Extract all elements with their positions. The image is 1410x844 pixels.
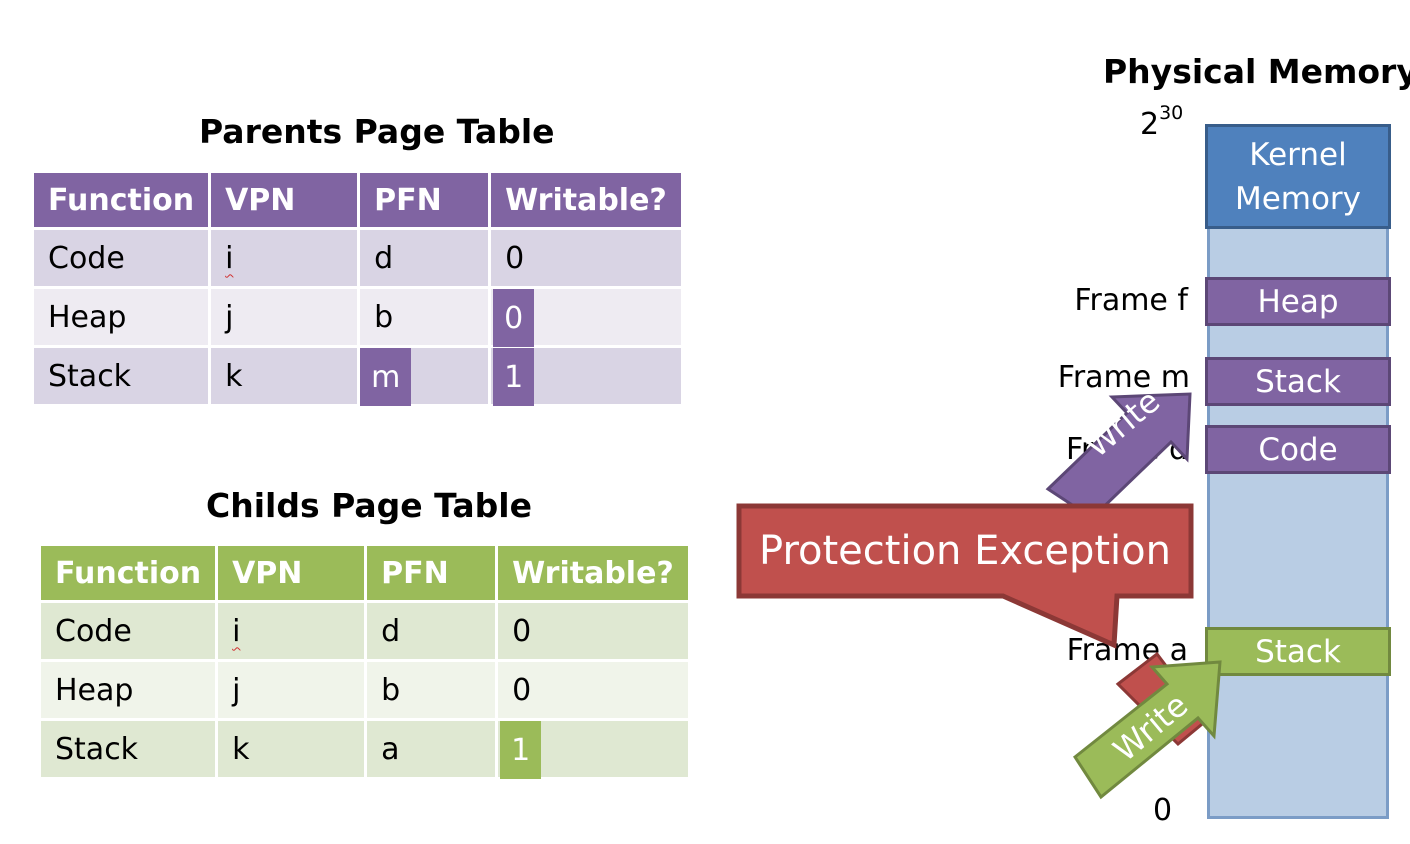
- col-header: PFN: [360, 173, 489, 227]
- col-header: PFN: [367, 546, 496, 600]
- cell: Code: [34, 230, 209, 286]
- bottom-address-label: 0: [1153, 793, 1173, 828]
- child-stack-segment: Stack: [1205, 627, 1391, 676]
- cell: b: [367, 662, 496, 718]
- cell: Heap: [41, 662, 216, 718]
- col-header: VPN: [218, 546, 365, 600]
- cell: 0: [491, 230, 681, 286]
- cell: i: [218, 603, 365, 659]
- physical-memory-title: Physical Memory: [1103, 52, 1410, 91]
- table-row: Stack k m 1: [34, 348, 681, 406]
- frame-f-label: Frame f: [1074, 283, 1188, 318]
- cell: j: [218, 662, 365, 718]
- highlight-cell: 0: [493, 289, 535, 347]
- parent-table-title: Parents Page Table: [199, 112, 555, 151]
- kernel-label-line2: Memory: [1234, 180, 1362, 217]
- col-header: VPN: [211, 173, 358, 227]
- col-header: Writable?: [491, 173, 681, 227]
- cell-text: i: [232, 613, 241, 649]
- child-table-title: Childs Page Table: [206, 486, 532, 525]
- parent-page-table: Function VPN PFN Writable? Code i d 0 He…: [31, 170, 684, 407]
- cell: 0: [498, 662, 688, 718]
- cell: j: [211, 289, 358, 345]
- callout-text: Protection Exception: [759, 528, 1171, 574]
- cell: Stack: [34, 348, 209, 404]
- cell: k: [218, 721, 365, 777]
- cell: m: [360, 348, 489, 406]
- top-address-base: 2: [1140, 107, 1160, 142]
- kernel-label-line1: Kernel: [1249, 136, 1347, 173]
- col-header: Function: [41, 546, 216, 600]
- cell: 1: [491, 348, 681, 406]
- table-row: Code i d 0: [34, 230, 681, 286]
- cell: a: [367, 721, 496, 777]
- cell: Heap: [34, 289, 209, 345]
- cell: d: [360, 230, 489, 286]
- cell: 0: [491, 289, 681, 347]
- cell: d: [367, 603, 496, 659]
- top-address-exp: 30: [1159, 102, 1184, 124]
- highlight-cell: m: [360, 348, 412, 406]
- heap-segment: Heap: [1205, 277, 1391, 326]
- cell: Stack: [41, 721, 216, 777]
- parent-stack-segment: Stack: [1205, 357, 1391, 406]
- col-header: Writable?: [498, 546, 688, 600]
- highlight-cell: 1: [493, 348, 535, 406]
- cell: 1: [498, 721, 688, 779]
- cell-text: i: [225, 240, 234, 276]
- top-address-label: 230: [1140, 102, 1183, 142]
- cell: k: [211, 348, 358, 404]
- cell: Code: [41, 603, 216, 659]
- child-page-table: Function VPN PFN Writable? Code i d 0 He…: [38, 543, 691, 780]
- table-row: Heap j b 0: [41, 662, 688, 718]
- cell: i: [211, 230, 358, 286]
- code-segment: Code: [1205, 425, 1391, 474]
- table-row: Stack k a 1: [41, 721, 688, 779]
- frame-a-label: Frame a: [1066, 633, 1188, 668]
- child-write-arrow: [1072, 660, 1222, 800]
- cell: b: [360, 289, 489, 345]
- frame-m-label: Frame m: [1057, 360, 1190, 395]
- col-header: Function: [34, 173, 209, 227]
- highlight-cell: 1: [500, 721, 542, 779]
- table-row: Heap j b 0: [34, 289, 681, 347]
- table-row: Code i d 0: [41, 603, 688, 659]
- protection-exception-callout: [736, 503, 1194, 649]
- cell: 0: [498, 603, 688, 659]
